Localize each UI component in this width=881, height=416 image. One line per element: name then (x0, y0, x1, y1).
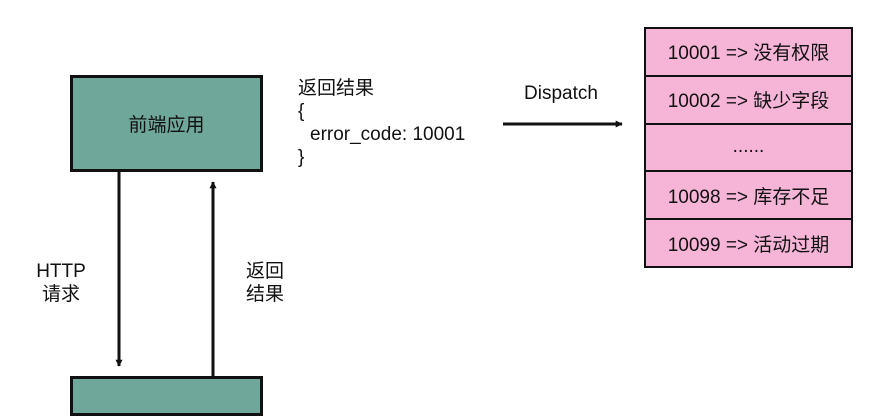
result-open-brace: { (298, 101, 305, 122)
table-row: 10002 => 缺少字段 (646, 76, 851, 125)
frontend-app-box: 前端应用 (70, 75, 263, 172)
connector-arrows (115, 120, 623, 376)
result-close-brace: } (298, 147, 305, 168)
result-title: 返回结果 (298, 78, 375, 99)
table-row: 10098 => 库存不足 (646, 172, 851, 221)
table-row: ...... (646, 124, 851, 173)
return-result-label: 返回 结果 (246, 261, 285, 305)
table-row: 10099 => 活动过期 (646, 220, 851, 266)
backend-service-box (70, 376, 263, 416)
dispatch-label: Dispatch (524, 83, 598, 104)
table-row: 10001 => 没有权限 (646, 29, 851, 77)
frontend-app-label: 前端应用 (128, 115, 205, 136)
result-body: error_code: 10001 (310, 124, 466, 145)
result-code-block: 返回结果 { error_code: 10001 } (298, 77, 465, 169)
http-request-label: HTTP 请求 (36, 261, 86, 305)
error-code-table: 10001 => 没有权限 10002 => 缺少字段 ...... 10098… (644, 27, 853, 268)
